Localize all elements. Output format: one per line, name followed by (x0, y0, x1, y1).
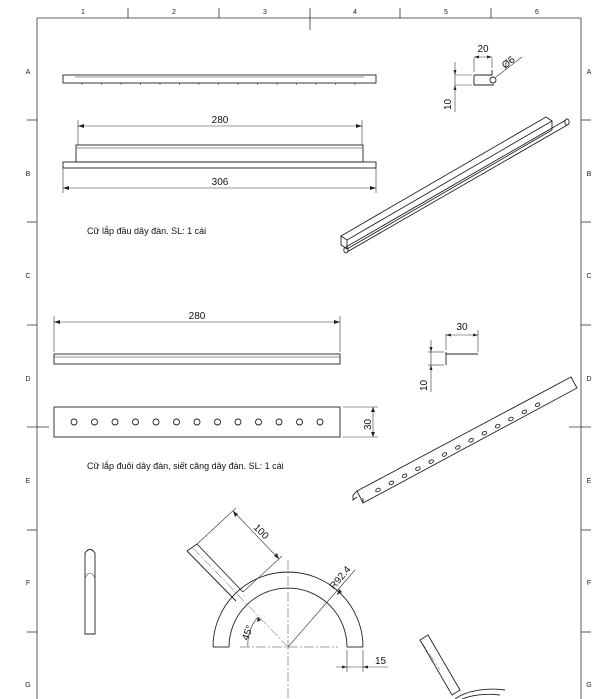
part3-dim-width-15: 15 (375, 656, 387, 667)
part1-dim-306: 306 (62, 168, 377, 193)
part2-hole (296, 418, 303, 426)
part2-isometric-hole (415, 466, 421, 471)
row-label-d: D (25, 376, 30, 383)
part2-profile: 30 10 (419, 322, 479, 392)
part2-hole (255, 418, 262, 426)
part2-profile-height-10: 10 (419, 379, 430, 391)
part2-front-view (53, 353, 341, 365)
part2-dim-30: 30 (343, 406, 378, 438)
part2-isometric-holes (375, 402, 541, 493)
part3-dim-angle: 45° (240, 616, 261, 648)
part2-isometric (352, 376, 578, 504)
column-label-6: 6 (535, 9, 539, 16)
column-labels: 1 2 3 4 5 6 (81, 9, 539, 16)
part3-isometric-fragment (419, 634, 506, 699)
part1-profile-height-10: 10 (443, 98, 454, 110)
row-labels-left: A B C D E F G (25, 69, 30, 689)
part2-isometric-hole (495, 423, 501, 429)
part2-holes (70, 418, 324, 426)
part1-front-view (62, 144, 377, 169)
part3-dim-angle-45: 45° (240, 624, 256, 642)
part2-hole (193, 418, 201, 426)
part1-caption: Cữ lắp đầu dây đàn. SL: 1 cái (87, 226, 206, 236)
part2-dim-width-30: 30 (363, 418, 374, 430)
row-label-a-right: A (587, 69, 592, 76)
part2-isometric-hole (375, 487, 381, 493)
part2-plate-view (53, 406, 341, 438)
part1-rod-diameter: Ø6 (500, 54, 518, 71)
part2-hole (70, 418, 78, 426)
part2-isometric-hole (441, 452, 448, 457)
part1-dim-length-306: 306 (212, 177, 229, 188)
row-label-c: C (25, 273, 30, 280)
part2-dim-280: 280 (53, 311, 341, 352)
row-labels-right: A B C D E F G (586, 69, 591, 689)
row-label-a: A (26, 69, 31, 76)
row-label-e: E (26, 478, 31, 485)
part2-isometric-hole (468, 438, 474, 443)
part2-profile-width-30: 30 (456, 322, 468, 333)
column-label-4: 4 (353, 9, 357, 16)
column-label-3: 3 (263, 9, 267, 16)
part3-arc-bracket (186, 543, 441, 699)
column-label-1: 1 (81, 9, 85, 16)
row-label-f-right: F (587, 580, 591, 587)
part1-dim-length-280: 280 (212, 115, 229, 126)
part2-hole (111, 418, 119, 426)
row-label-g-right: G (586, 682, 591, 689)
part2-isometric-hole (508, 416, 514, 422)
row-label-b-right: B (587, 171, 592, 178)
part3-dim-radius-r92: R92.4 (328, 564, 354, 592)
part2-hole (152, 418, 160, 426)
part2-isometric-hole (455, 445, 461, 450)
part2-hole (173, 418, 180, 426)
part2-hole (91, 418, 98, 426)
part1-profile-width-20: 20 (477, 44, 489, 55)
part2-caption: Cữ lắp đuôi dây đàn, siết căng dây đàn. … (87, 461, 284, 471)
part2-dim-length-280: 280 (189, 311, 206, 322)
row-label-b: B (26, 171, 31, 178)
part2-isometric-hole (534, 402, 541, 408)
part3-dim-arm-100: 100 (251, 522, 271, 542)
part3-dim-100: 100 (196, 507, 283, 593)
part3-dim-15: 15 (336, 650, 388, 672)
part2-hole (132, 418, 139, 426)
column-label-2: 2 (172, 9, 176, 16)
part2-isometric-hole (521, 409, 527, 415)
part1-top-view (62, 74, 377, 85)
part3-pin (84, 549, 96, 635)
row-label-c-right: C (586, 273, 591, 280)
column-label-5: 5 (444, 9, 448, 16)
part3-dim-radius: R92.4 (287, 564, 356, 648)
part2-isometric-hole (388, 480, 394, 486)
part2-hole (234, 418, 242, 426)
part2-hole (316, 418, 324, 426)
part2-hole (214, 418, 221, 426)
part1-profile: 20 10 Ø6 (443, 44, 523, 112)
part2-isometric-hole (428, 459, 434, 464)
part2-isometric-hole (481, 430, 488, 436)
part2-hole (275, 418, 283, 426)
part1-dim-280: 280 (77, 115, 363, 145)
row-label-g: G (25, 682, 30, 689)
part1-isometric (340, 116, 570, 254)
row-label-e-right: E (587, 478, 592, 485)
row-label-d-right: D (586, 376, 591, 383)
part2-isometric-hole (401, 473, 408, 479)
row-label-f: F (26, 580, 30, 587)
